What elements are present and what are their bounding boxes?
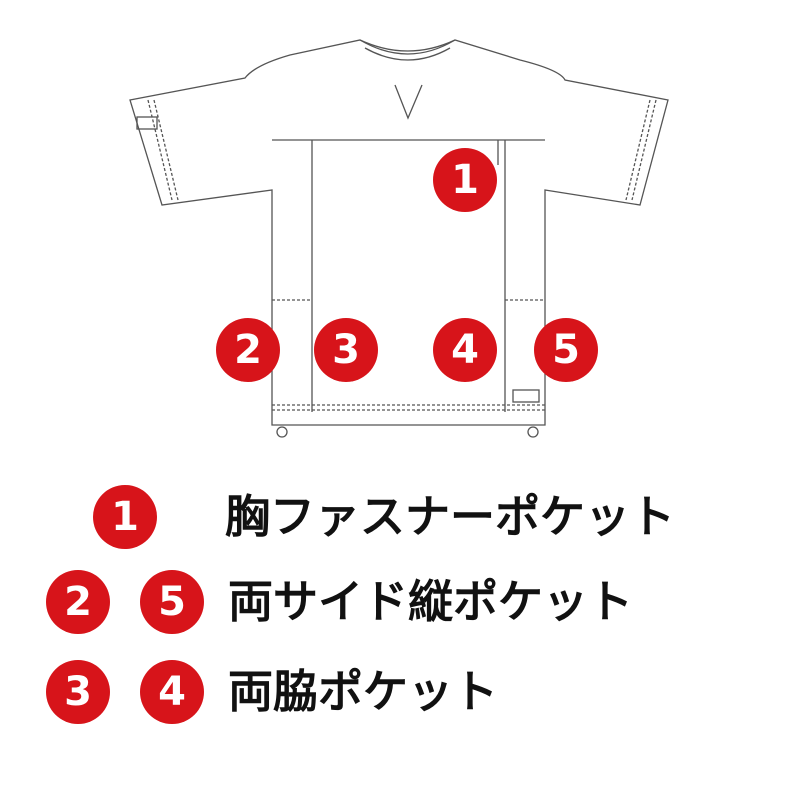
side-pocket-seams [272, 299, 545, 411]
shirt-outline [129, 39, 669, 426]
marker-4: 4 [433, 318, 497, 382]
shirt-illustration [129, 39, 669, 438]
marker-2: 2 [216, 318, 280, 382]
label-tab [512, 389, 540, 403]
legend-badge-4: 4 [140, 660, 204, 724]
legend-badge-5: 5 [140, 570, 204, 634]
panel-seams [311, 140, 506, 412]
legend-badge-3: 3 [46, 660, 110, 724]
marker-1: 1 [433, 148, 497, 212]
legend-label-side-pockets: 両脇ポケット [228, 665, 499, 718]
button [276, 426, 288, 438]
marker-3: 3 [314, 318, 378, 382]
legend-label-side-vertical-pockets: 両サイド縦ポケット [228, 575, 634, 628]
legend-badge-2: 2 [46, 570, 110, 634]
marker-5: 5 [534, 318, 598, 382]
sleeve-stitching [147, 99, 657, 201]
legend-badge-1: 1 [93, 485, 157, 549]
collar [359, 39, 456, 61]
legend-label-chest-zip-pocket: 胸ファスナーポケット [225, 490, 676, 543]
sleeve-tab [136, 116, 158, 130]
placket [394, 84, 423, 120]
button [527, 426, 539, 438]
